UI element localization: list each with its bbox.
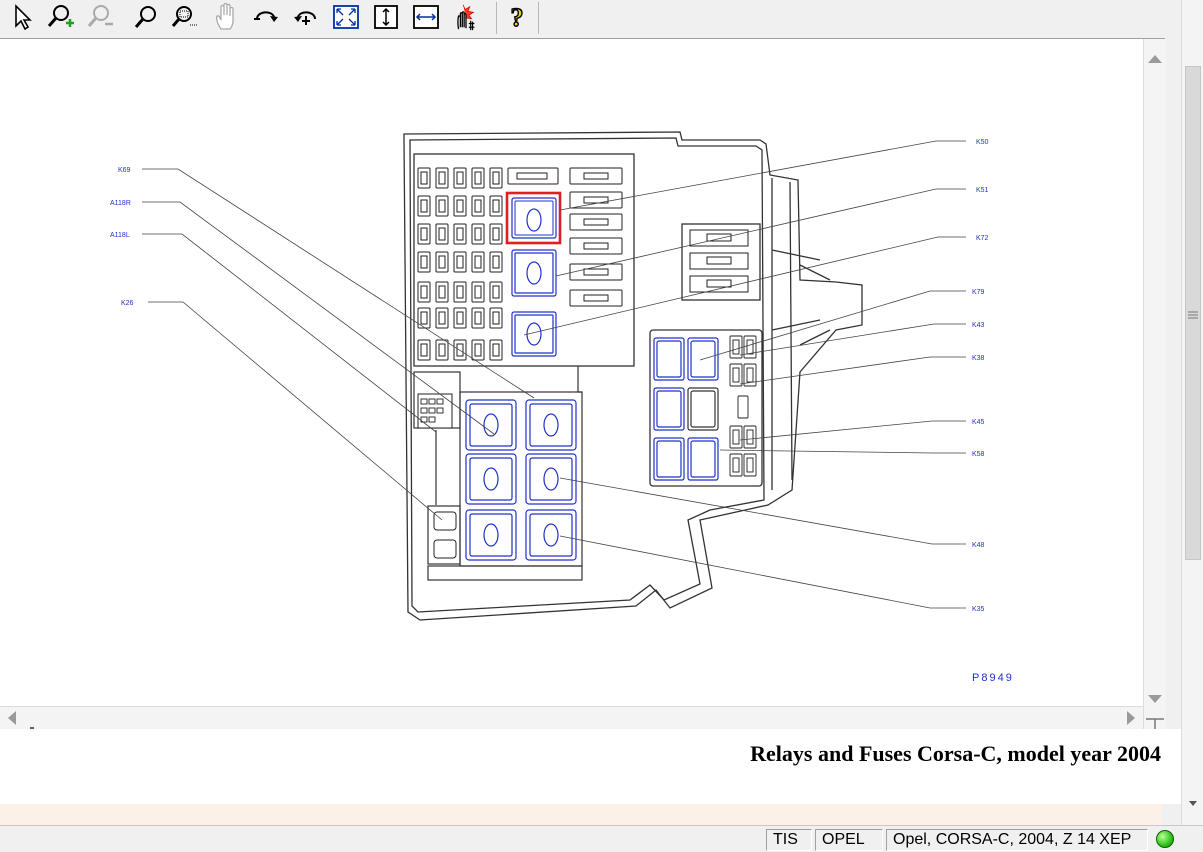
label-k79[interactable]: K79	[972, 289, 985, 296]
rotate-right-icon[interactable]	[252, 2, 280, 32]
label-a118r[interactable]: A118R	[110, 200, 131, 207]
upper-relays	[511, 249, 557, 357]
status-make: OPEL	[815, 829, 883, 851]
highlight-hotspots-icon[interactable]	[452, 2, 480, 32]
window-scroll-thumb[interactable]	[1185, 66, 1201, 560]
label-k38[interactable]: K38	[972, 355, 985, 362]
fuse-box-diagram: K69 A118R A118L K26 K50 K51 K72 K79 K43 …	[110, 131, 1014, 684]
zoom-in-icon[interactable]	[46, 2, 74, 32]
info-strip	[0, 804, 1162, 825]
document-caption: Relays and Fuses Corsa-C, model year 200…	[750, 741, 1161, 766]
zoom-window-icon[interactable]	[170, 2, 198, 32]
svg-text:?: ?	[511, 3, 524, 31]
label-k72[interactable]: K72	[976, 235, 989, 242]
select-arrow-icon[interactable]	[8, 2, 36, 32]
window-vertical-scrollbar[interactable]	[1181, 0, 1203, 825]
label-k26[interactable]: K26	[121, 300, 134, 307]
zoom-icon[interactable]	[132, 2, 160, 32]
label-k69[interactable]: K69	[118, 167, 131, 174]
figure-id: P8949	[972, 672, 1014, 684]
scroll-down-arrow-icon	[1148, 695, 1162, 703]
scroll-down-arrow-icon	[1189, 801, 1197, 806]
highlighted-relay[interactable]	[505, 191, 562, 245]
maxi-fuse-column	[569, 167, 623, 307]
help-icon[interactable]: ?	[503, 2, 531, 32]
label-k50[interactable]: K50	[976, 139, 989, 146]
toolbar: ?	[0, 0, 1165, 39]
zoom-out-icon[interactable]	[86, 2, 114, 32]
scroll-up-arrow-icon	[1148, 55, 1162, 63]
rotate-left-icon[interactable]	[292, 2, 320, 32]
label-k51[interactable]: K51	[976, 187, 989, 194]
diagram-viewer[interactable]: K69 A118R A118L K26 K50 K51 K72 K79 K43 …	[0, 39, 1143, 706]
status-vehicle: Opel, CORSA-C, 2004, Z 14 XEP	[886, 829, 1148, 851]
status-bar: TIS OPEL Opel, CORSA-C, 2004, Z 14 XEP	[0, 825, 1203, 852]
scroll-left-arrow-icon	[8, 711, 16, 725]
label-k48[interactable]: K48	[972, 542, 985, 549]
caption-area: Relays and Fuses Corsa-C, model year 200…	[0, 729, 1181, 804]
label-k35[interactable]: K35	[972, 606, 985, 613]
scroll-grip-icon	[1188, 311, 1198, 319]
fit-width-icon[interactable]	[412, 2, 440, 32]
leader-lines	[142, 140, 966, 609]
label-k45[interactable]: K45	[972, 419, 985, 426]
pan-hand-icon[interactable]	[212, 2, 240, 32]
status-app: TIS	[766, 829, 812, 851]
lower-relay-grid	[465, 399, 577, 561]
fit-height-icon[interactable]	[372, 2, 400, 32]
diagram-horizontal-scrollbar[interactable]	[0, 706, 1143, 730]
secondary-relay-panel	[649, 329, 763, 487]
mini-fuse-array	[417, 167, 503, 361]
scroll-right-arrow-icon	[1127, 711, 1135, 725]
fit-page-icon[interactable]	[332, 2, 360, 32]
connection-status-indicator	[1156, 830, 1174, 848]
label-k43[interactable]: K43	[972, 322, 985, 329]
diagram-vertical-scrollbar[interactable]	[1143, 39, 1166, 729]
label-a118l[interactable]: A118L	[110, 232, 130, 239]
main-fuse-panel	[413, 153, 635, 367]
label-k58[interactable]: K58	[972, 451, 985, 458]
